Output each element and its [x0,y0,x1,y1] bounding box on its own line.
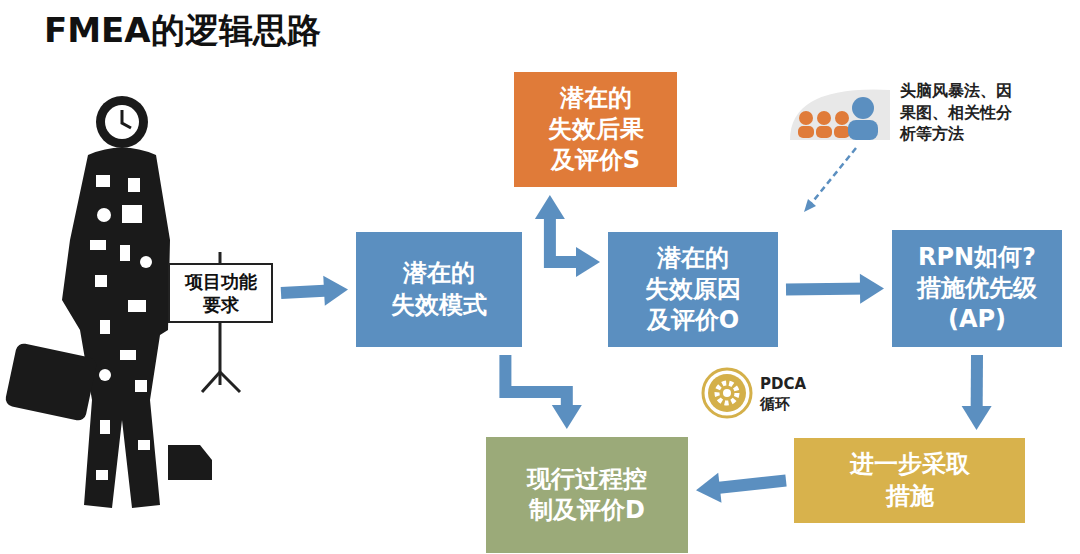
people-icon [790,90,890,140]
person [816,126,832,138]
person [798,126,814,138]
stand-top [219,252,222,263]
node-text: 潜在的 失效原因 及评价O [618,243,768,337]
process-box: 潜在的 失效模式 [356,232,522,347]
leader-person [852,97,874,119]
icon [90,240,106,250]
icon [96,175,110,187]
icon [140,256,152,268]
figure-body [62,148,170,509]
arrow-head [696,473,721,503]
gear-disc [708,374,746,412]
person [834,126,850,138]
arrow-head [552,405,582,429]
icon [135,380,147,392]
node-text: RPN如何? 措施优先级 (AP) [902,242,1052,336]
briefcase [4,342,98,422]
flow-arrow [535,195,600,277]
icon [95,275,107,287]
gear-ring [703,369,751,417]
arrow-shaft [281,290,334,293]
arrow-head [535,195,565,219]
pdca-gear [703,369,751,417]
icon [128,300,146,312]
node-text: 现行过程控 制及评价D [496,464,678,526]
icon [96,470,108,480]
arrow-shaft [505,355,566,415]
node-text: 潜在的 失效模式 [366,258,512,320]
person [835,111,849,125]
arrow-head [860,274,884,304]
arrow-head [576,247,600,277]
arrow-shaft [971,355,983,416]
process-box: 潜在的 失效原因 及评价O [608,232,778,347]
process-box: 潜在的 失效后果 及评价S [514,72,677,187]
requirement-board: 项目功能 要求 [168,263,273,323]
flow-arrow [786,274,884,304]
stand-leg [220,372,240,392]
icon [138,440,150,450]
stand-leg [202,372,220,392]
icon [122,205,142,223]
leader-head [804,199,816,212]
gear-teeth [717,383,737,403]
figure-head [96,96,148,148]
icon [100,320,110,334]
flow-arrow [505,355,581,429]
diagram-title: FMEA的逻辑思路 [44,8,321,54]
icon [100,420,110,434]
person [817,111,831,125]
arrow-shaft [786,283,870,296]
arrow-head [323,276,348,306]
icon [128,178,140,192]
annotation-label: 头脑风暴法、因 果图、相关性分 析等方法 [900,80,1040,145]
people-heads [798,111,850,138]
leader-person [848,120,878,140]
figure-icons [90,175,152,480]
process-box: 现行过程控 制及评价D [486,437,688,553]
icon [99,369,111,381]
people-backdrop [790,90,890,140]
clock-face [105,105,139,139]
node-text: 潜在的 失效后果 及评价S [519,83,672,177]
arrow-head [962,406,992,430]
flow-arrow [962,355,992,430]
dashed-leader [810,148,856,205]
flow-arrow [696,473,786,503]
annotation-label: PDCA 循环 [760,374,810,415]
process-box: RPN如何? 措施优先级 (AP) [892,230,1062,347]
icon [120,350,136,360]
process-box: 进一步采取 措施 [794,438,1025,523]
icon [120,245,130,261]
arrow-shaft [550,209,586,262]
arrow-shaft [710,481,786,489]
car-icon [168,445,212,480]
gear-hub [723,389,731,397]
node-text: 进一步采取 措施 [834,449,985,511]
flow-arrow [281,276,348,306]
person [799,111,813,125]
node-text: 项目功能 要求 [175,270,266,317]
icon [97,208,111,222]
stand-leg [219,323,222,385]
clock-hands [122,110,131,128]
